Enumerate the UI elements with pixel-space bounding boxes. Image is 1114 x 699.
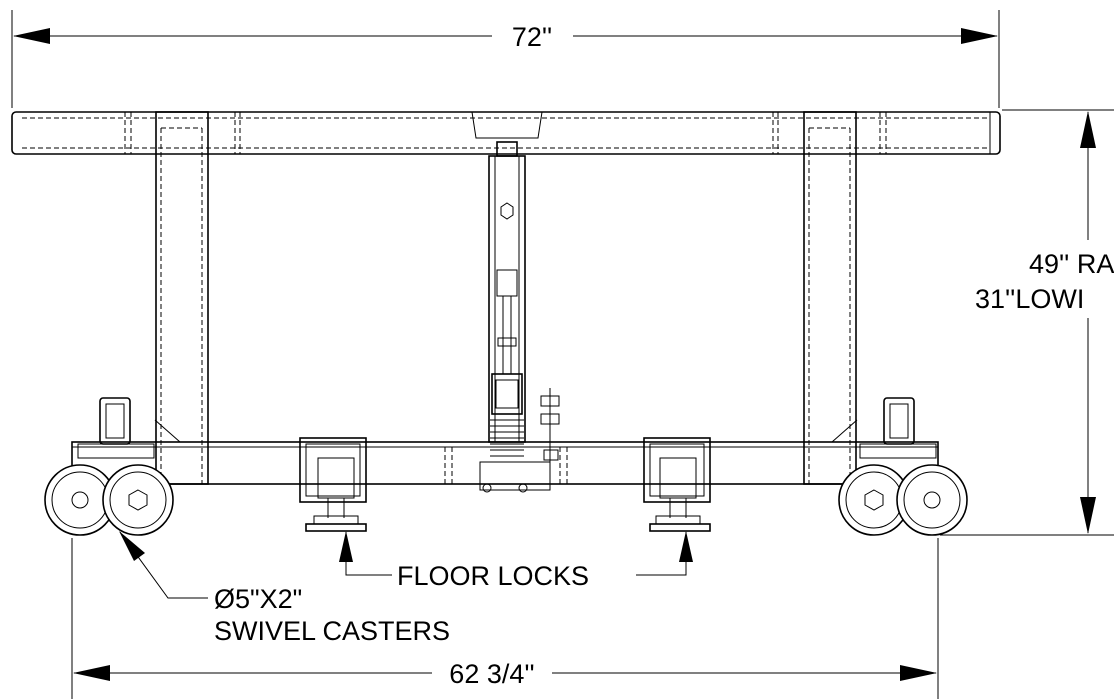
top-rail-outline — [11, 111, 1001, 155]
floor-lock-leader-right — [636, 532, 687, 576]
caster-handle-left — [99, 397, 131, 445]
caster-right-outer — [896, 464, 968, 536]
floor-lock-left — [299, 437, 367, 532]
overall-width-label: 72'' — [512, 22, 552, 52]
lift-column — [479, 141, 560, 493]
floor-lock-left-bracket — [299, 437, 367, 503]
top-rail — [11, 111, 1001, 155]
caster-span-label: 62 3/4'' — [449, 659, 534, 689]
wheel-right-outer — [896, 464, 968, 536]
caster-span-dimension: 62 3/4'' — [71, 538, 939, 699]
wheel-left-inner — [102, 464, 174, 536]
pump-base — [479, 461, 551, 491]
left-gusset — [154, 419, 181, 443]
column-hex-bolt — [500, 202, 514, 220]
base-frame — [71, 419, 939, 485]
top-rail-bracket — [471, 111, 543, 139]
overall-width-dimension: 72'' — [11, 10, 1000, 108]
column-block — [496, 269, 518, 297]
actuator-housing — [491, 373, 523, 415]
caster-leader — [119, 531, 208, 599]
casters-callout: Ø5"X2" SWIVEL CASTERS — [119, 531, 450, 646]
caster-left-inner — [102, 464, 174, 536]
right-gusset — [831, 419, 858, 443]
floor-lock-left-pad — [305, 523, 367, 532]
floor-lock-right-pad — [649, 523, 711, 532]
floor-locks-label: FLOOR LOCKS — [397, 561, 589, 591]
uprights — [155, 111, 857, 485]
floor-locks-callout: FLOOR LOCKS — [339, 531, 693, 591]
caster-bracket-right — [859, 397, 937, 459]
caster-bracket-left — [77, 397, 155, 459]
caster-handle-right — [883, 397, 915, 445]
floor-lock-leader-left — [345, 532, 392, 576]
height-raised-label: 49'' RAI — [1029, 249, 1114, 279]
column-tube — [488, 155, 526, 443]
caster-size-label: Ø5"X2" — [214, 584, 302, 614]
floor-lock-right — [643, 437, 711, 532]
floor-lock-right-bracket — [643, 437, 711, 503]
arrowhead-top — [1080, 111, 1096, 148]
arrowhead-right — [961, 28, 998, 44]
caster-type-label: SWIVEL CASTERS — [214, 616, 450, 646]
height-dimension: 49'' RAI 31''LOWI — [940, 109, 1114, 536]
arrowhead-left — [13, 28, 50, 44]
height-lowered-label: 31''LOWI — [975, 284, 1084, 314]
arrowhead-bottom — [1080, 497, 1096, 534]
